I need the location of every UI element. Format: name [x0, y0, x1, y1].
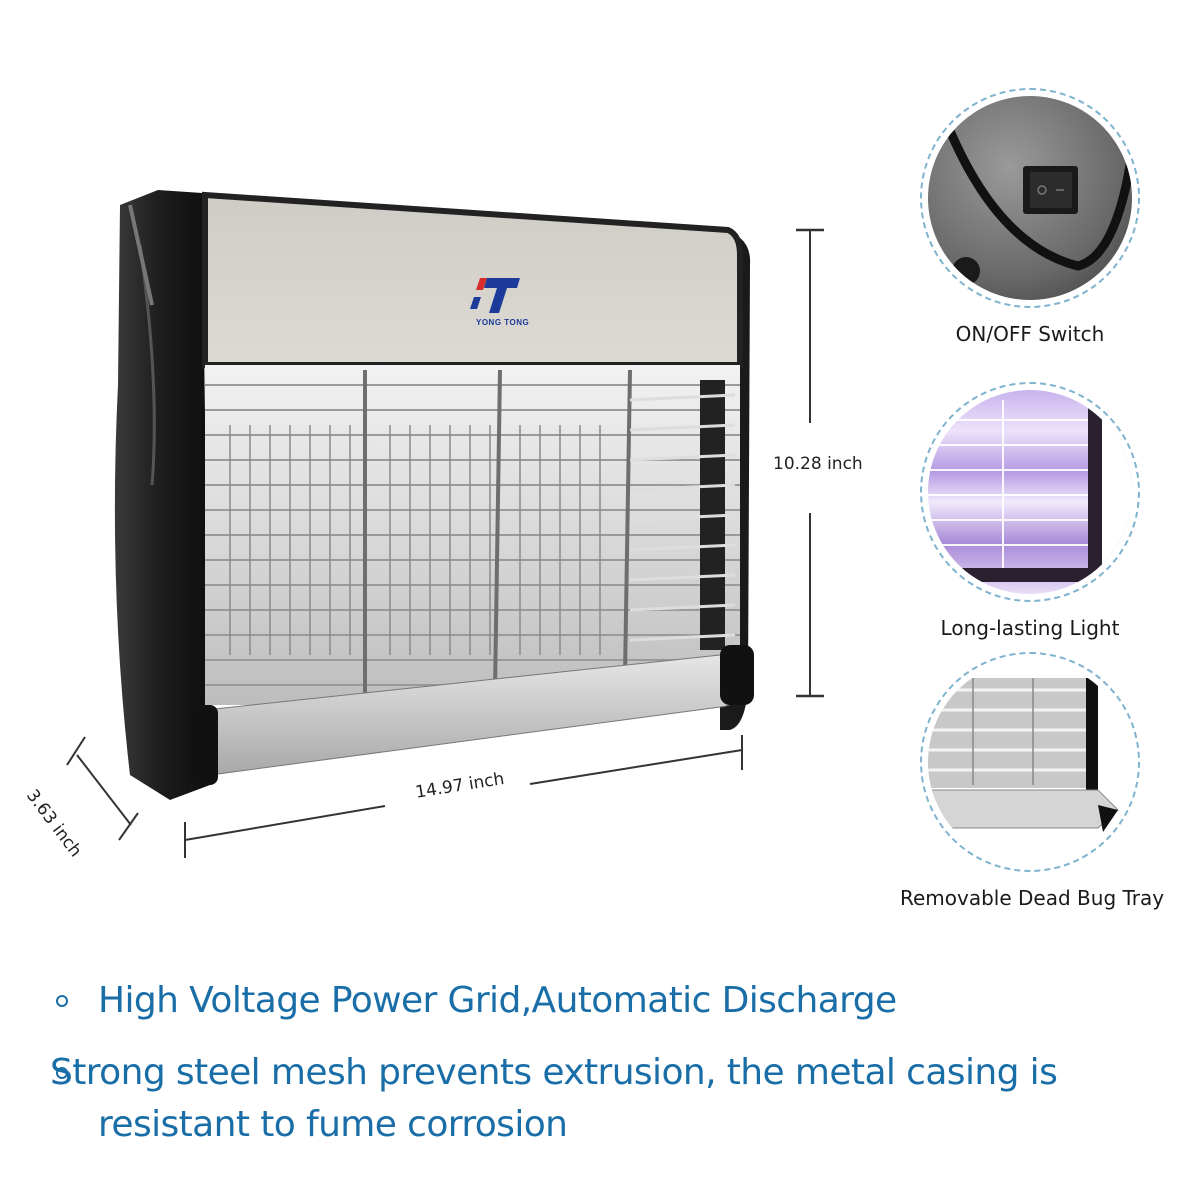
bullet-circle-icon: [56, 1067, 68, 1079]
brand-logo-icon: [470, 278, 520, 313]
tray-closeup-image: [920, 652, 1140, 872]
height-label: 10.28 inch: [773, 454, 863, 474]
feature-long-lasting-light: Long-lasting Light: [900, 382, 1160, 640]
bullet-item: Strong steel mesh prevents extrusion, th…: [50, 1047, 1170, 1151]
bullet-item: High Voltage Power Grid,Automatic Discha…: [50, 975, 1170, 1027]
bullet-text: High Voltage Power Grid,Automatic Discha…: [98, 980, 897, 1021]
feature-label: Long-lasting Light: [940, 616, 1120, 640]
feature-on-off-switch: ON/OFF Switch: [900, 88, 1160, 346]
bullet-circle-icon: [56, 995, 68, 1007]
bullet-text: Strong steel mesh prevents extrusion, th…: [50, 1052, 1058, 1145]
bug-zapper-product-image: [100, 185, 760, 805]
depth-dimension-line: [55, 735, 145, 850]
brand-name: YONG TONG: [476, 318, 530, 327]
switch-closeup-image: [920, 88, 1140, 308]
width-dimension-line: [180, 730, 750, 865]
height-dimension-line: [792, 228, 828, 698]
uv-light-closeup-image: [920, 382, 1140, 602]
feature-label: Removable Dead Bug Tray: [900, 886, 1165, 910]
feature-bullet-list: High Voltage Power Grid,Automatic Discha…: [50, 975, 1170, 1171]
feature-removable-tray: Removable Dead Bug Tray: [900, 652, 1165, 910]
feature-label: ON/OFF Switch: [955, 322, 1105, 346]
